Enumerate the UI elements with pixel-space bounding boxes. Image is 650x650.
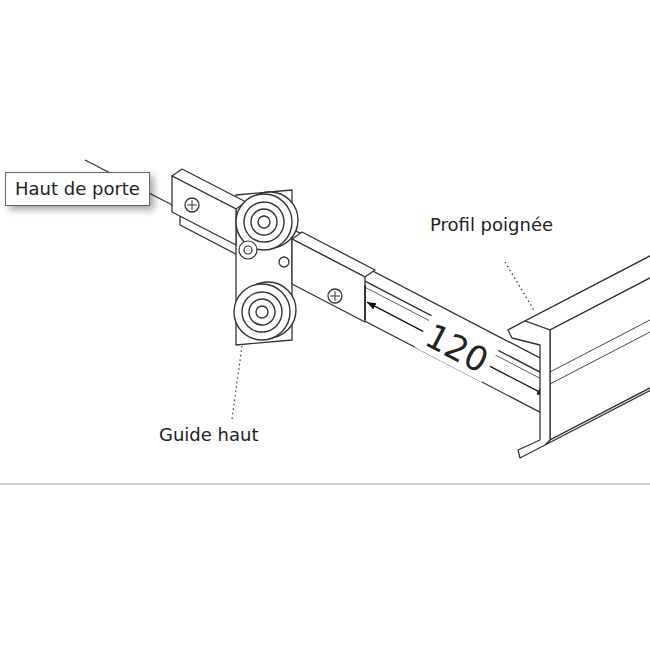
part-label: Guide haut (157, 424, 260, 446)
small-roller (239, 241, 257, 259)
guide-wheel (234, 284, 290, 340)
left-bracket (187, 200, 197, 210)
right-bracket (328, 289, 342, 303)
right-bracket (292, 232, 375, 322)
label-box: Haut de porte (5, 172, 150, 206)
guide-wheel (258, 216, 270, 228)
guide-wheel (242, 292, 282, 332)
leader-line (232, 262, 535, 419)
right-bracket (330, 291, 340, 301)
guide-wheel (244, 202, 284, 242)
handle-profile (550, 311, 650, 384)
right-bracket (292, 239, 365, 322)
top-rail (180, 177, 560, 416)
left-bracket (172, 169, 246, 245)
left-bracket (172, 176, 236, 245)
small-roller (239, 241, 257, 259)
guide-plate (279, 257, 289, 267)
guide-wheel (249, 299, 275, 325)
leader-line (232, 346, 242, 419)
handle-profile (550, 299, 650, 372)
dimension-line (367, 302, 546, 395)
guide-wheel (256, 306, 268, 318)
guide-wheel (251, 209, 277, 235)
box-text: Haut de porte (15, 178, 140, 200)
dimension-line (364, 285, 365, 320)
left-bracket (185, 198, 199, 212)
handle-profile (508, 248, 650, 458)
guide-wheel (234, 282, 296, 340)
separator-line (0, 484, 650, 485)
leader-line (505, 262, 535, 312)
handle-profile (508, 321, 550, 458)
small-roller (244, 246, 252, 254)
handle-profile (550, 257, 650, 440)
part-label: Profil poignée (428, 214, 555, 236)
